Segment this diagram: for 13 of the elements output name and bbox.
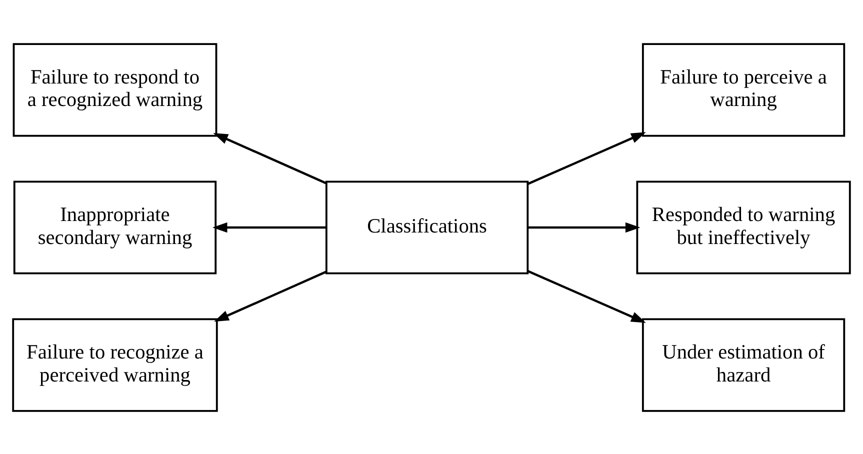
node-box: Failure to respond to a recognized warning — [12, 42, 218, 136]
arrow — [212, 222, 326, 232]
arrow — [213, 132, 327, 184]
node-box: Responded to warning but ineffectively — [636, 180, 851, 274]
node-box: Classifications — [325, 180, 529, 274]
arrow — [214, 270, 327, 322]
arrow — [528, 270, 646, 322]
arrow — [528, 222, 640, 232]
node-box: Under estimation of hazard — [642, 318, 846, 412]
node-box: Failure to recognize a perceived warning — [12, 318, 218, 412]
node-box: Failure to perceive a warning — [642, 42, 846, 136]
arrow — [528, 132, 646, 184]
node-box: Inappropriate secondary warning — [13, 180, 217, 274]
